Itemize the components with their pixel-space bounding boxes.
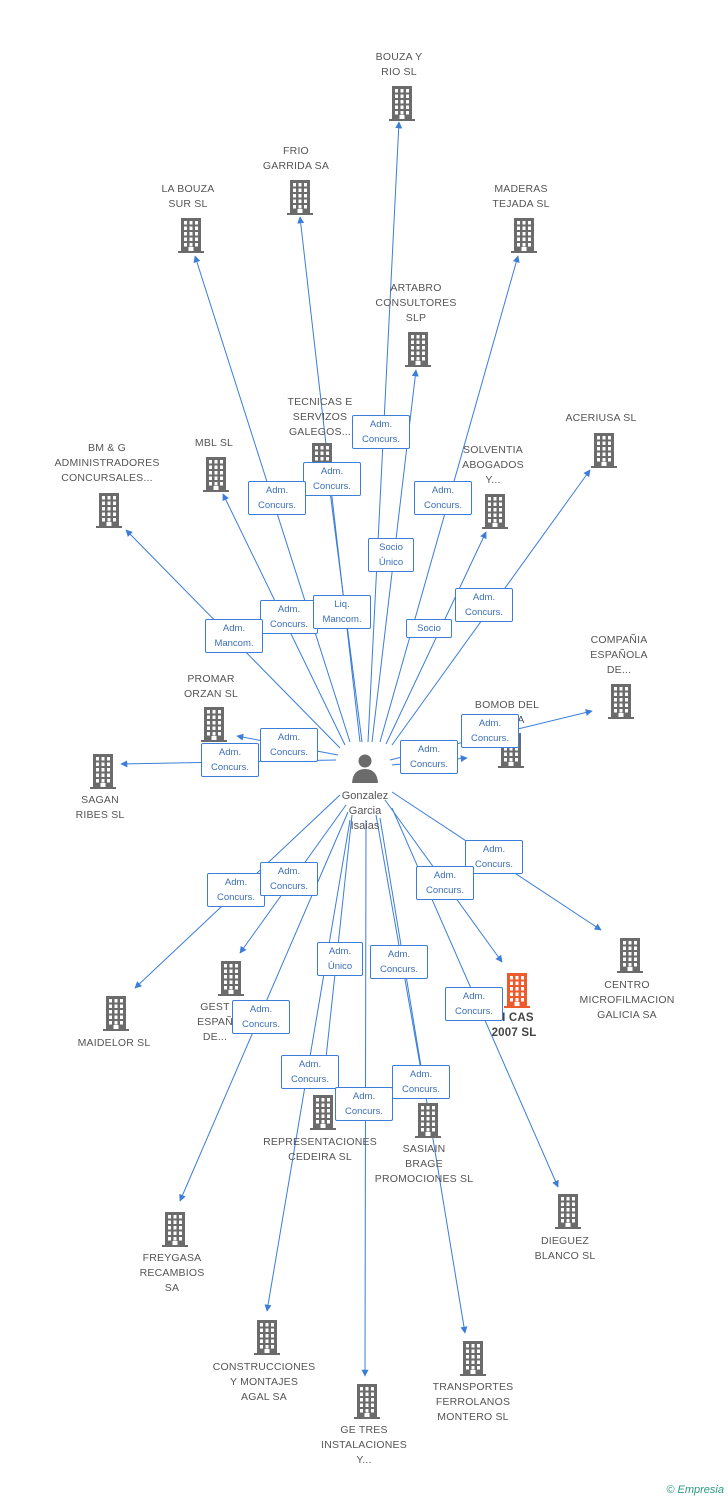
company-building-icon-bouza[interactable] xyxy=(389,86,415,121)
copyright-symbol: © xyxy=(666,1484,675,1496)
edge-label-promar: Adm. Concurs. xyxy=(260,728,318,762)
company-label-centro[interactable]: CENTRO MICROFILMACION GALICIA SA xyxy=(579,979,675,1021)
company-label-sasiain[interactable]: SASIAIN BRAGE PROMOCIONES SL xyxy=(374,1143,474,1185)
edge-label-artabro: Adm. Concurs. xyxy=(352,415,410,449)
company-label-freygasa[interactable]: FREYGASA RECAMBIOS SA xyxy=(139,1252,205,1294)
company-building-icon-labouza[interactable] xyxy=(178,218,204,253)
edge-label-maidelor: Adm. Concurs. xyxy=(207,873,265,907)
company-building-icon-solventia[interactable] xyxy=(482,494,508,529)
company-label-frio[interactable]: FRIO GARRIDA SA xyxy=(262,145,330,172)
company-building-icon-acerius[interactable] xyxy=(591,433,617,468)
company-label-labouza[interactable]: LA BOUZA SUR SL xyxy=(161,183,215,210)
company-label-representaciones[interactable]: REPRESENTACIONES CEDEIRA SL xyxy=(263,1136,377,1163)
center-person-name[interactable]: Gonzalez Garcia Isaias xyxy=(341,790,389,832)
brand-watermark: © Empresia xyxy=(666,1484,724,1496)
company-building-icon-centro[interactable] xyxy=(617,938,643,973)
edge-to-solventia xyxy=(385,531,487,745)
company-label-sagan[interactable]: SAGAN RIBES SL xyxy=(75,794,125,821)
company-building-icon-transportes[interactable] xyxy=(460,1341,486,1376)
company-label-mbl[interactable]: MBL SL xyxy=(194,437,234,449)
company-building-icon-promar[interactable] xyxy=(201,707,227,742)
company-label-tecnicas[interactable]: TECNICAS E SERVIZOS GALEGOS... xyxy=(287,396,353,438)
icons-layer xyxy=(90,86,643,1419)
edge-label-getres: Adm. Concurs. xyxy=(335,1087,393,1121)
company-label-acerius[interactable]: ACERIUSA SL xyxy=(565,412,637,424)
edge-label-frio: Liq. Mancom. xyxy=(313,595,371,629)
person-icon[interactable] xyxy=(352,754,378,784)
company-label-transportes[interactable]: TRANSPORTES FERROLANOS MONTERO SL xyxy=(432,1381,514,1423)
company-label-construcciones[interactable]: CONSTRUCCIONES Y MONTAJES AGAL SA xyxy=(212,1361,316,1403)
company-building-icon-maderas[interactable] xyxy=(511,218,537,253)
edge-label-compania: Adm. Concurs. xyxy=(461,714,519,748)
company-building-icon-construcciones[interactable] xyxy=(254,1320,280,1355)
edge-label-bomob: Adm. Concurs. xyxy=(400,740,458,774)
company-building-icon-getres[interactable] xyxy=(354,1384,380,1419)
company-building-icon-sasiain[interactable] xyxy=(415,1103,441,1138)
company-label-maidelor[interactable]: MAIDELOR SL xyxy=(77,1037,151,1049)
company-building-icon-dieguez[interactable] xyxy=(555,1194,581,1229)
company-label-dieguez[interactable]: DIEGUEZ BLANCO SL xyxy=(534,1235,596,1262)
edge-label-bmg: Adm. Mancom. xyxy=(205,619,263,653)
company-building-icon-freygasa[interactable] xyxy=(162,1212,188,1247)
company-building-icon-frio[interactable] xyxy=(287,180,313,215)
edge-label-eicas: Adm. Concurs. xyxy=(445,987,503,1021)
company-building-icon-mbl[interactable] xyxy=(203,457,229,492)
company-label-solventia[interactable]: SOLVENTIA ABOGADOS Y... xyxy=(462,444,524,486)
edge-label-gest: Adm. Concurs. xyxy=(260,862,318,896)
edge-label-transportes: Adm. Concurs. xyxy=(392,1065,450,1099)
company-label-bouza[interactable]: BOUZA Y RIO SL xyxy=(375,51,423,78)
company-building-icon-eicas[interactable] xyxy=(504,973,530,1008)
company-building-icon-compania[interactable] xyxy=(608,684,634,719)
edge-label-maderas: Adm. Concurs. xyxy=(414,481,472,515)
edge-label-mbl: Adm. Concurs. xyxy=(260,600,318,634)
edge-label-sagan: Adm. Concurs. xyxy=(201,743,259,777)
company-label-gest[interactable]: GEST ESPAÑ DE... xyxy=(197,1001,233,1043)
company-label-promar[interactable]: PROMAR ORZAN SL xyxy=(183,673,239,700)
company-building-icon-sagan[interactable] xyxy=(90,754,116,789)
company-building-icon-gest[interactable] xyxy=(218,961,244,996)
company-building-icon-artabro[interactable] xyxy=(405,332,431,367)
edge-label-eicas_a: Adm. Concurs. xyxy=(416,866,474,900)
company-building-icon-representaciones[interactable] xyxy=(310,1095,336,1130)
company-building-icon-maidelor[interactable] xyxy=(103,996,129,1031)
edge-label-tecnicas: Adm. Concurs. xyxy=(303,462,361,496)
edge-label-bouza: Socio Único xyxy=(368,538,414,572)
company-label-maderas[interactable]: MADERAS TEJADA SL xyxy=(492,183,550,210)
edge-label-acerius: Adm. Concurs. xyxy=(455,588,513,622)
edge-label-freygasa: Adm. Concurs. xyxy=(232,1000,290,1034)
brand-name: Empresia xyxy=(677,1484,724,1496)
edge-label-centro: Adm. Concurs. xyxy=(465,840,523,874)
edge-label-sasiain: Adm. Concurs. xyxy=(370,945,428,979)
company-label-getres[interactable]: GE TRES INSTALACIONES Y... xyxy=(321,1424,407,1466)
edge-label-solventia: Socio xyxy=(406,619,452,638)
company-label-compania[interactable]: COMPAÑIA ESPAÑOLA DE... xyxy=(590,634,648,676)
company-label-artabro[interactable]: ARTABRO CONSULTORES SLP xyxy=(375,282,457,324)
company-label-bmg[interactable]: BM & G ADMINISTRADORES CONCURSALES... xyxy=(54,442,160,484)
edge-label-representaciones: Adm. Único xyxy=(317,942,363,976)
edge-label-construcciones: Adm. Concurs. xyxy=(281,1055,339,1089)
company-building-icon-bmg[interactable] xyxy=(96,493,122,528)
edge-label-labouza: Adm. Concurs. xyxy=(248,481,306,515)
